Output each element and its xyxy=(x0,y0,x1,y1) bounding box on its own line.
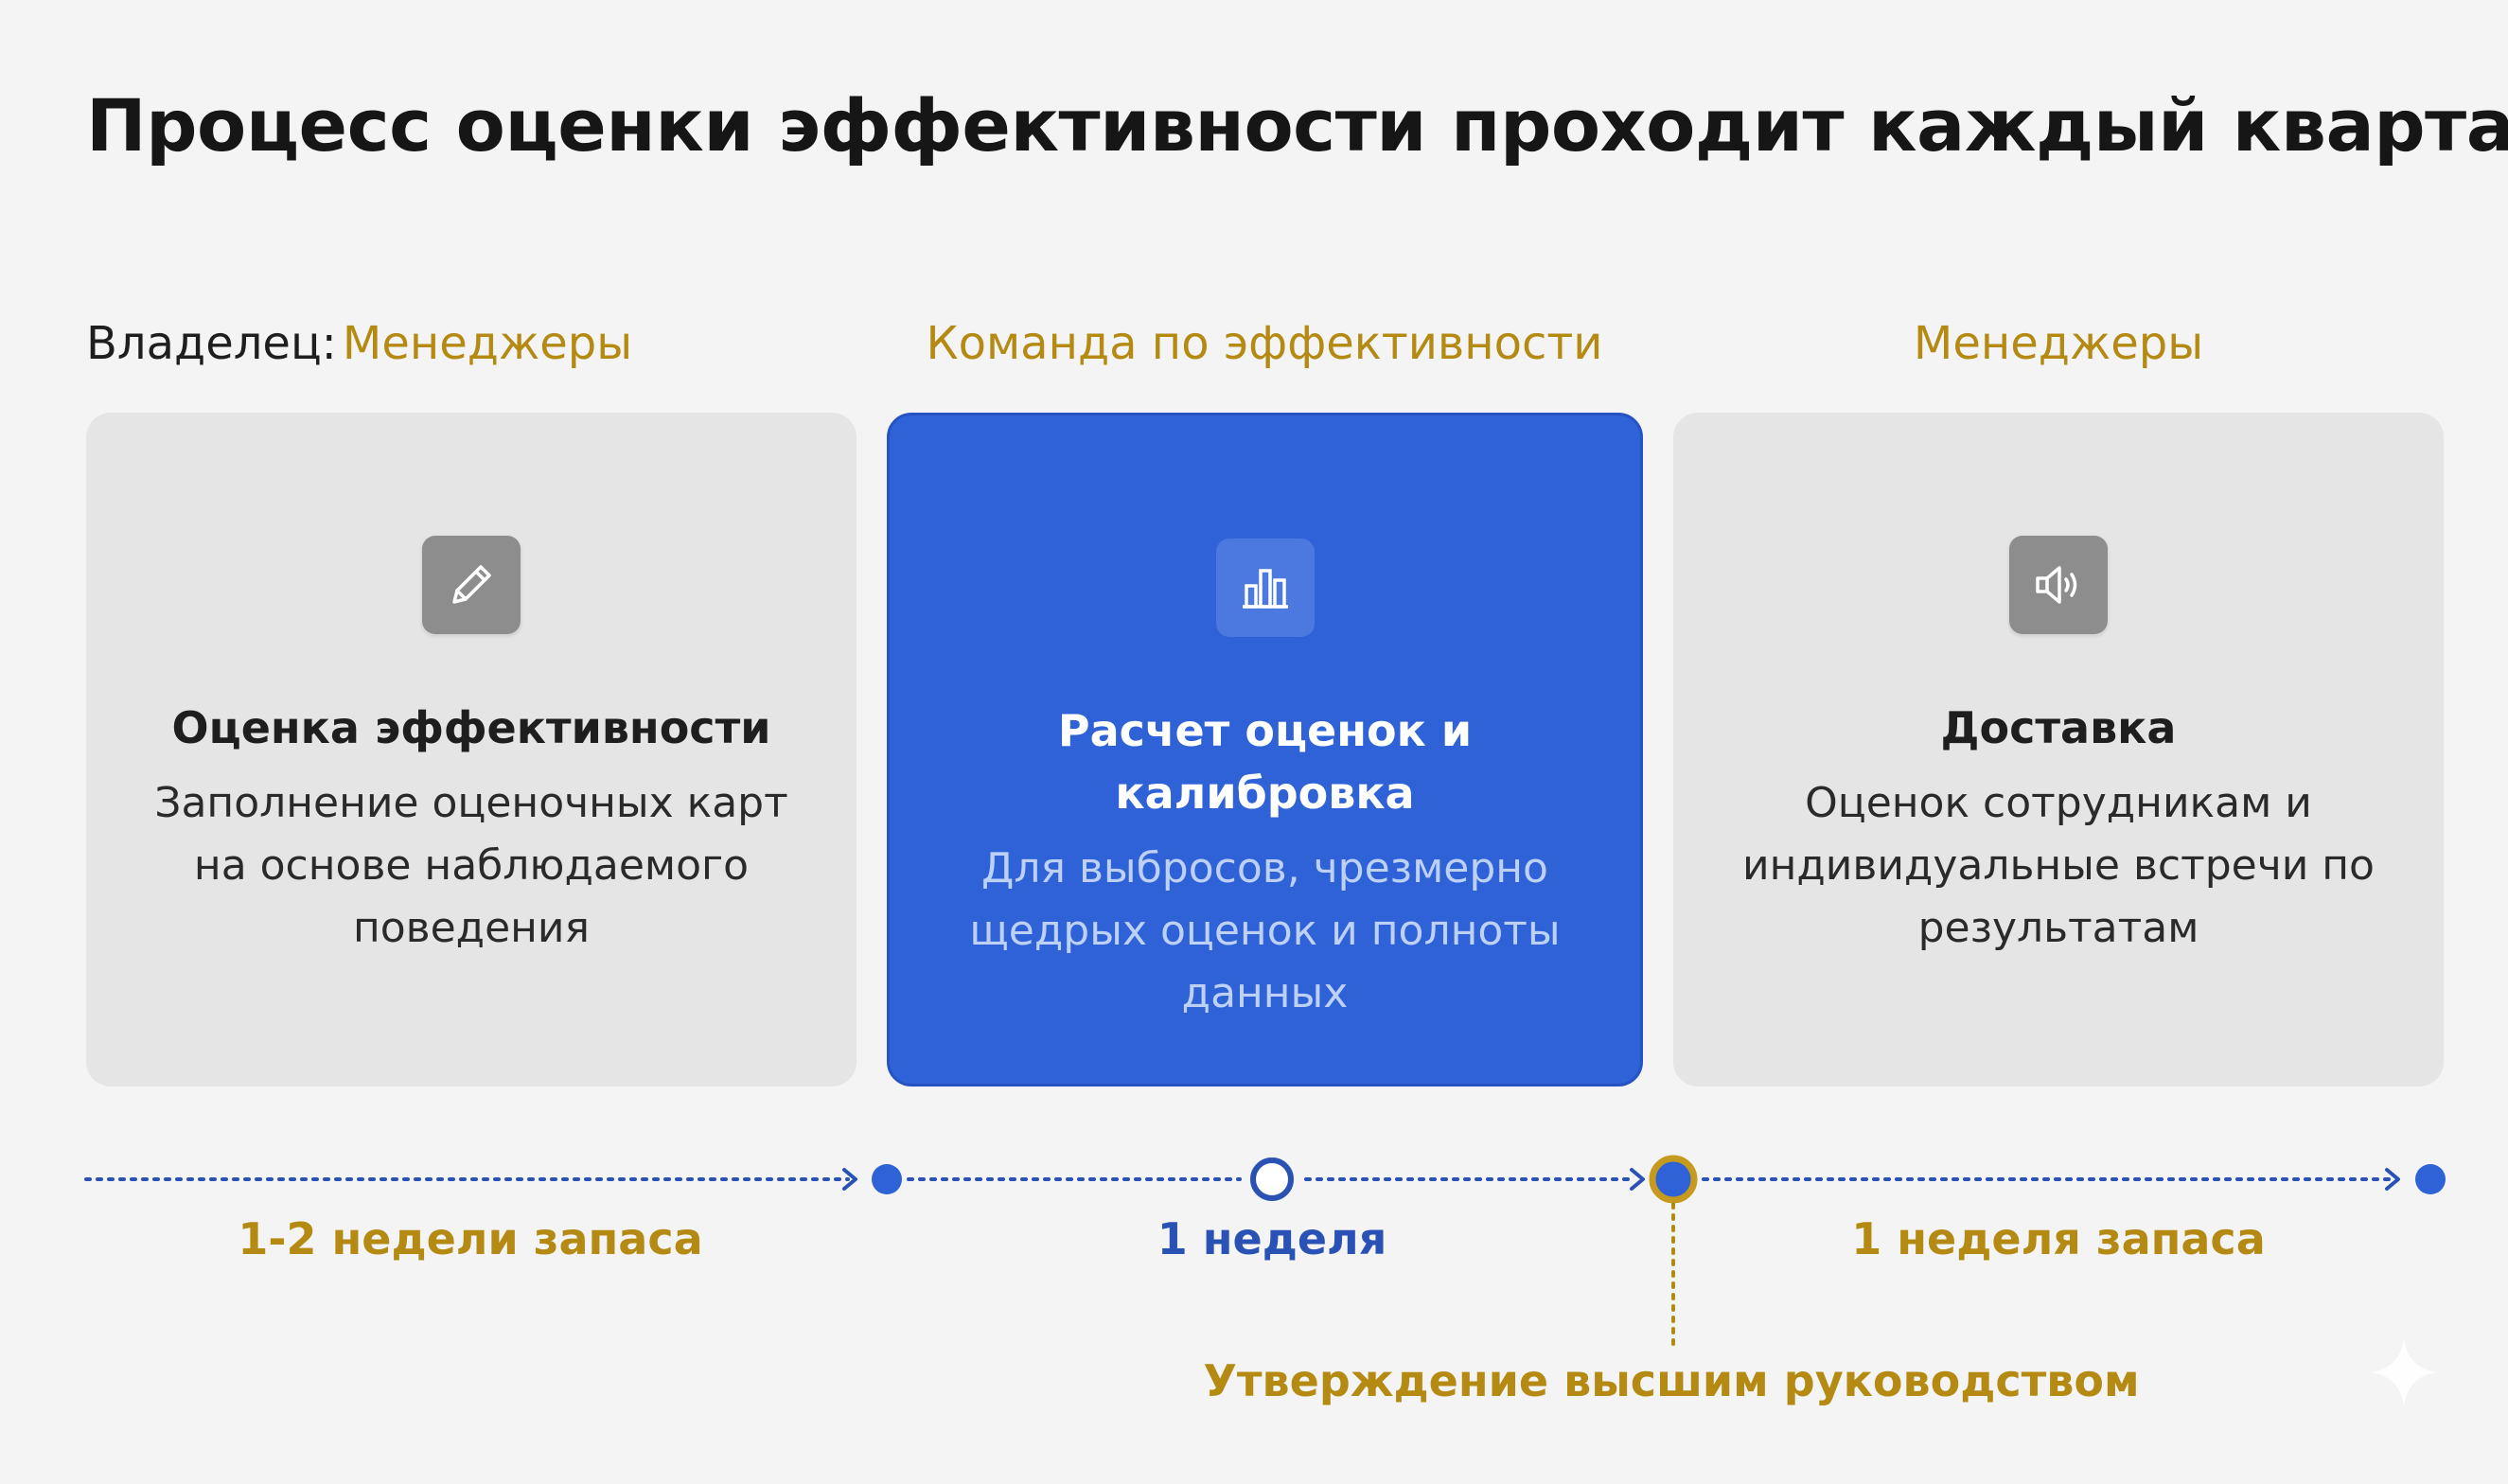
card-title: Оценка эффективности xyxy=(171,702,771,753)
timeline-label-buffer-1: 1-2 недели запаса xyxy=(238,1213,703,1264)
owner-managers-1: Менеджеры xyxy=(342,317,633,370)
owner-label: Владелец: xyxy=(86,317,337,370)
card-delivery: Доставка Оценок сотрудникам и индивидуал… xyxy=(1673,413,2444,1086)
timeline-node-approval xyxy=(1649,1155,1698,1204)
card-performance-review: Оценка эффективности Заполнение оценочны… xyxy=(86,413,857,1086)
card-calibration: Расчет оценок и калибровка Для выбросов,… xyxy=(887,413,1643,1086)
timeline-label-buffer-2: 1 неделя запаса xyxy=(1851,1213,2266,1264)
arrow-head-3 xyxy=(2385,1168,2400,1191)
owner-managers-2: Менеджеры xyxy=(1913,317,2204,370)
speaker-icon xyxy=(2009,536,2108,634)
timeline-node-midpoint xyxy=(1250,1157,1294,1201)
card-description: Заполнение оценочных карт на основе набл… xyxy=(154,779,788,952)
arrow-head-2 xyxy=(1630,1168,1645,1191)
timeline-label-week: 1 неделя xyxy=(1157,1213,1387,1264)
sparkle-icon xyxy=(2370,1338,2438,1406)
page-title: Процесс оценки эффективности проходит ка… xyxy=(86,83,2508,168)
owner-performance-team: Команда по эффективности xyxy=(926,317,1603,370)
card-title: Доставка xyxy=(1940,702,2177,753)
arrow-head-1 xyxy=(842,1168,857,1191)
card-title: Расчет оценок и калибровка xyxy=(1057,705,1473,819)
timeline-node-start xyxy=(872,1164,902,1194)
bar-chart-icon xyxy=(1215,539,1315,637)
card-description: Оценок сотрудникам и индивидуальные встр… xyxy=(1742,779,2375,952)
timeline-node-end xyxy=(2415,1164,2446,1194)
approval-label: Утверждение высшим руководством xyxy=(1203,1355,2140,1406)
card-description: Для выбросов, чрезмерно щедрых оценок и … xyxy=(969,844,1561,1017)
pencil-icon xyxy=(422,536,521,634)
